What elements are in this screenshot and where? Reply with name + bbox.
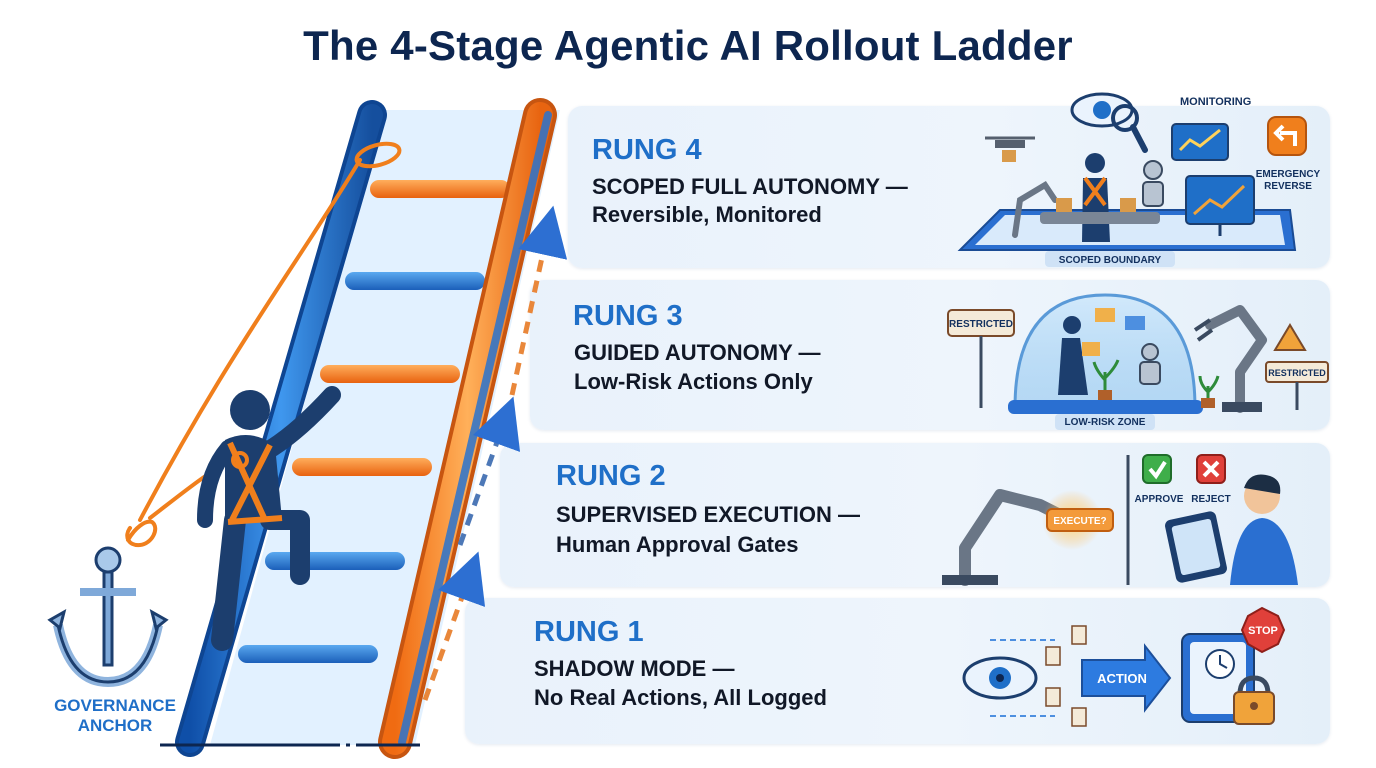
progress-arrow	[457, 396, 521, 546]
anchor-icon	[47, 546, 169, 688]
rung-2-line1: SUPERVISED EXECUTION —	[556, 502, 860, 527]
rung-1-line1: SHADOW MODE —	[534, 656, 735, 681]
ladder-rung	[265, 552, 405, 570]
rung-1-illustration: ACTION STOP	[962, 606, 1286, 727]
reject-label: REJECT	[1191, 494, 1230, 505]
drone-icon	[985, 136, 1035, 162]
ladder-rung	[238, 645, 378, 663]
rung-4-title: RUNG 4	[592, 134, 702, 166]
governance-anchor-label: GOVERNANCE ANCHOR	[30, 696, 200, 736]
rung-2-illustration: EXECUTE? APPROVE REJECT	[942, 454, 1298, 586]
rung-4-line1: SCOPED FULL AUTONOMY —	[592, 174, 908, 199]
ladder-rung	[345, 272, 485, 290]
restricted-left-label: RESTRICTED	[949, 319, 1013, 330]
rung-3-title: RUNG 3	[573, 300, 683, 332]
ladder-rails	[175, 98, 557, 759]
scoped-boundary-label: SCOPED BOUNDARY	[1059, 255, 1162, 266]
progress-arrow	[509, 205, 568, 396]
progress-arrow	[422, 551, 486, 701]
rung-4-illustration: SCOPED BOUNDARY MONITORING	[957, 92, 1321, 267]
restricted-right-label: RESTRICTED	[1268, 368, 1326, 378]
emergency-label-line2: REVERSE	[1264, 181, 1312, 192]
action-label: ACTION	[1097, 671, 1147, 686]
rung-1-line2: No Real Actions, All Logged	[534, 685, 827, 710]
page-title: The 4-Stage Agentic AI Rollout Ladder	[303, 22, 1073, 69]
approve-label: APPROVE	[1135, 494, 1184, 505]
execute-label: EXECUTE?	[1053, 516, 1106, 527]
ladder-rung	[292, 458, 432, 476]
stop-label: STOP	[1248, 625, 1278, 637]
emergency-label-line1: EMERGENCY	[1256, 169, 1321, 180]
rung-1-title: RUNG 1	[534, 616, 644, 648]
low-risk-zone-label: LOW-RISK ZONE	[1065, 417, 1146, 428]
anchor-label-line1: GOVERNANCE	[54, 696, 176, 715]
ladder-rung	[320, 365, 460, 383]
rung-4-line2: Reversible, Monitored	[592, 202, 822, 227]
ladder-glow	[210, 110, 560, 745]
progress-arrows	[422, 205, 568, 701]
rung-2-title: RUNG 2	[556, 460, 666, 492]
rung-2-line2: Human Approval Gates	[556, 532, 799, 557]
monitoring-label: MONITORING	[1180, 96, 1251, 108]
rung-3-line2: Low-Risk Actions Only	[574, 369, 813, 394]
climber-icon	[197, 386, 341, 651]
anchor-label-line2: ANCHOR	[77, 716, 153, 735]
ladder-rung	[370, 180, 510, 198]
rung-3-illustration: RESTRICTED LOW-RISK ZONE RESTRICTED	[947, 293, 1329, 430]
rung-3-line1: GUIDED AUTONOMY —	[574, 340, 821, 365]
